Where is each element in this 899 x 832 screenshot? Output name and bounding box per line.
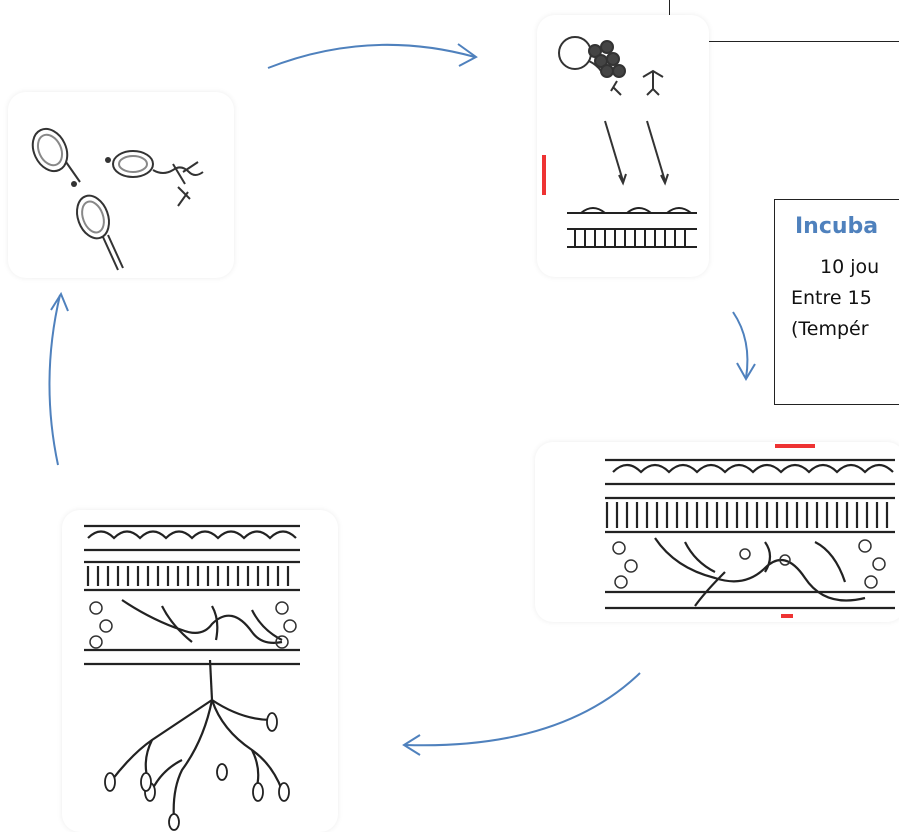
arrow-right-head	[736, 362, 756, 381]
arrow-left-head	[50, 291, 69, 312]
infection-drawing	[542, 36, 697, 248]
arrow-bottom	[404, 672, 641, 747]
infection-panel	[537, 15, 709, 277]
arrow-right	[732, 311, 749, 379]
spore-germination-drawing	[31, 127, 204, 271]
sporulation-drawing	[84, 524, 300, 831]
tissue-invasion-panel	[535, 442, 899, 622]
incubation-info-box: Incuba 10 jou Entre 15 (Tempér	[774, 199, 899, 405]
incubation-range: Entre 15	[791, 287, 872, 309]
sporulation-panel	[62, 510, 338, 832]
incubation-duration: 10 jou	[820, 256, 880, 278]
tissue-invasion-drawing	[605, 444, 895, 618]
spore-germination-panel	[8, 92, 234, 278]
arrow-left	[48, 294, 61, 466]
arrow-top-head	[457, 43, 478, 67]
arrow-top	[267, 43, 476, 69]
incubation-temperature: (Tempér	[791, 318, 869, 340]
incubation-title: Incuba	[795, 214, 879, 239]
arrow-bottom-head	[402, 734, 421, 756]
